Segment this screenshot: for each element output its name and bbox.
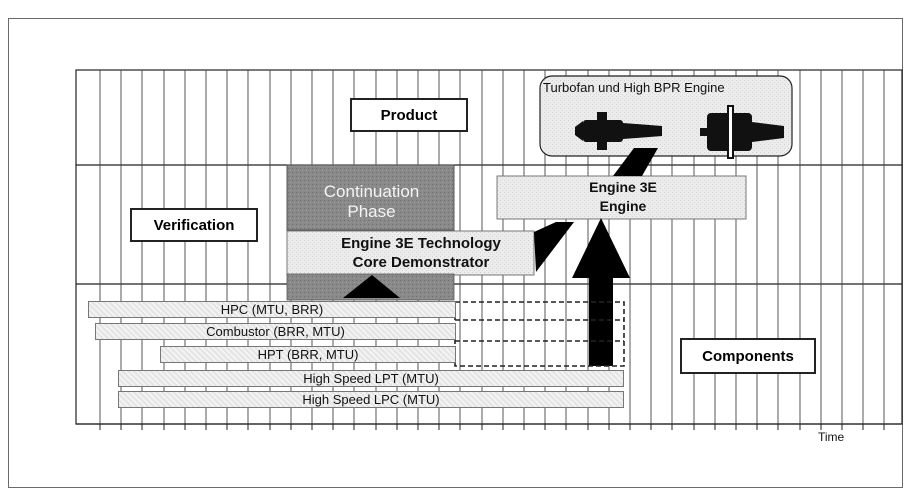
component-bar-lpt: High Speed LPT (MTU) xyxy=(118,370,624,387)
turbofan-engine-icon xyxy=(575,112,662,150)
up-arrow-large-icon xyxy=(572,218,630,366)
component-bar-label: High Speed LPC (MTU) xyxy=(302,392,440,407)
component-bar-combustor: Combustor (BRR, MTU) xyxy=(95,323,456,340)
component-bar-label: HPC (MTU, BRR) xyxy=(220,302,324,317)
component-bar-lpc: High Speed LPC (MTU) xyxy=(118,391,624,408)
continuation-phase-label: Continuation Phase xyxy=(323,182,420,221)
engine-panel-title: Turbofan und High BPR Engine xyxy=(543,80,725,95)
verification-label: Verification xyxy=(130,208,258,242)
component-bar-hpc: HPC (MTU, BRR) xyxy=(88,301,456,318)
diagonal-connector-arrow xyxy=(534,222,574,272)
core-demonstrator-block xyxy=(286,230,535,276)
component-bar-label: HPT (BRR, MTU) xyxy=(257,347,359,362)
up-arrow-small-icon xyxy=(343,275,400,298)
engine-panel-arrow xyxy=(613,148,658,176)
component-bar-label: High Speed LPT (MTU) xyxy=(303,371,439,386)
high-bpr-engine-icon xyxy=(700,105,784,159)
core-demonstrator-label: Engine 3E Technology Core Demonstrator xyxy=(341,235,501,271)
components-label: Components xyxy=(680,338,816,374)
time-axis-ticks xyxy=(99,424,885,430)
time-axis-label: Time xyxy=(818,430,845,444)
continuation-phase-block xyxy=(286,164,455,231)
engine-3e-label: Engine 3E Engine xyxy=(589,179,657,214)
product-label: Product xyxy=(350,98,468,132)
engine-3e-block xyxy=(496,175,747,220)
component-bar-hpt: HPT (BRR, MTU) xyxy=(160,346,456,363)
component-bar-label: Combustor (BRR, MTU) xyxy=(206,324,345,339)
